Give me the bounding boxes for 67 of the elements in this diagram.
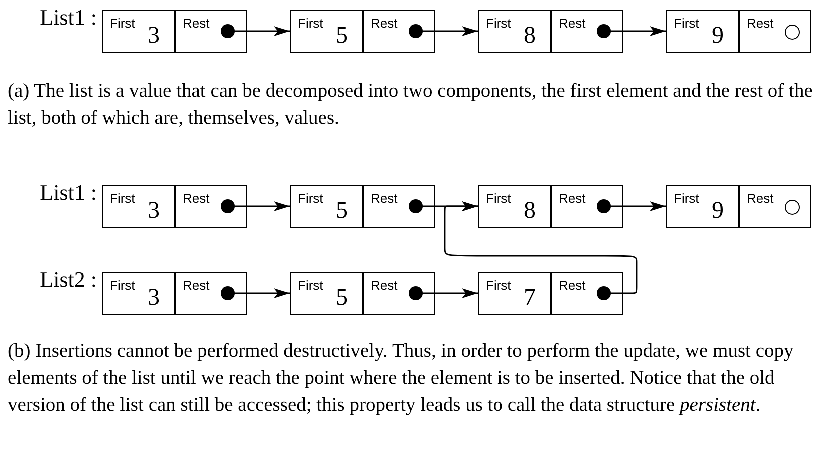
field-label: Rest — [183, 16, 210, 31]
element-value: 9 — [712, 198, 724, 225]
element-value: 3 — [148, 198, 160, 225]
null-pointer-circle — [785, 25, 800, 40]
pointer-arrow — [409, 286, 478, 300]
list-name: List1 : — [40, 5, 97, 31]
pointer-arrow — [444, 202, 638, 300]
element-value: 5 — [336, 198, 348, 225]
element-value: 9 — [712, 23, 724, 50]
first-field — [478, 185, 551, 228]
rest-field — [739, 185, 811, 228]
first-field — [290, 10, 363, 53]
element-value: 7 — [524, 285, 536, 312]
element-value: 5 — [336, 23, 348, 50]
list-name: List1 : — [40, 180, 97, 206]
field-label: First — [486, 191, 512, 206]
rest-field — [363, 272, 435, 315]
first-field — [478, 272, 551, 315]
field-label: Rest — [183, 278, 210, 293]
field-label: First — [110, 278, 136, 293]
field-label: First — [110, 16, 136, 31]
pointer-arrow — [221, 200, 290, 214]
field-label: Rest — [747, 16, 774, 31]
field-label: First — [298, 191, 324, 206]
pointer-arrow — [597, 200, 666, 214]
field-label: Rest — [183, 191, 210, 206]
rest-field — [739, 10, 811, 53]
rest-field — [551, 272, 623, 315]
rest-field — [175, 185, 247, 228]
first-field — [290, 272, 363, 315]
rest-field — [551, 10, 623, 53]
null-pointer-circle — [785, 200, 800, 215]
field-label: Rest — [371, 278, 398, 293]
pointer-arrow — [409, 24, 478, 38]
element-value: 8 — [524, 198, 536, 225]
caption-paragraph: (a) The list is a value that can be decomposed into two components, the first element and the rest of the list, both of which are, themselves, values. — [8, 80, 814, 131]
rest-field — [551, 185, 623, 228]
field-label: First — [486, 278, 512, 293]
rest-field — [175, 272, 247, 315]
field-label: First — [674, 16, 700, 31]
first-field — [666, 10, 739, 53]
rest-field — [363, 10, 435, 53]
field-label: First — [298, 16, 324, 31]
element-value: 3 — [148, 285, 160, 312]
field-label: First — [674, 191, 700, 206]
element-value: 5 — [336, 285, 348, 312]
field-label: Rest — [371, 16, 398, 31]
field-label: Rest — [559, 191, 586, 206]
pointer-arrow — [221, 24, 290, 38]
field-label: Rest — [559, 278, 586, 293]
caption-paragraph: (b) Insertions cannot be performed destructively. Thus, in order to perform the update, we must copy elements of the list until we reach the point where the element is to be inserted. Notice that the old version of the list can still be accessed; this property leads us to call the data structure persistent. — [8, 340, 795, 418]
rest-field — [175, 10, 247, 53]
field-label: First — [298, 278, 324, 293]
field-label: Rest — [747, 191, 774, 206]
pointer-arrow — [597, 24, 666, 38]
first-field — [290, 185, 363, 228]
field-label: First — [110, 191, 136, 206]
pointer-arrow — [221, 286, 290, 300]
rest-field — [363, 185, 435, 228]
list-name: List2 : — [40, 267, 97, 293]
field-label: First — [486, 16, 512, 31]
first-field — [666, 185, 739, 228]
element-value: 8 — [524, 23, 536, 50]
element-value: 3 — [148, 23, 160, 50]
first-field — [478, 10, 551, 53]
field-label: Rest — [559, 16, 586, 31]
field-label: Rest — [371, 191, 398, 206]
